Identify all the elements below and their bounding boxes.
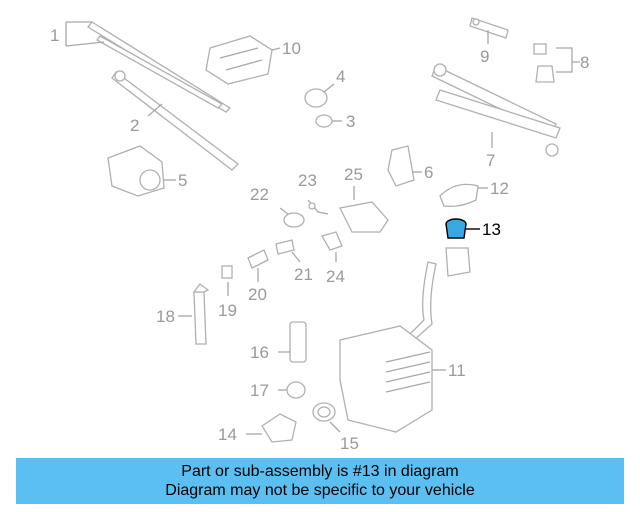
callout-25: 25 xyxy=(344,165,363,184)
callout-1: 1 xyxy=(50,26,59,45)
part-12-cover xyxy=(439,183,488,208)
part-9-bracket xyxy=(469,17,509,44)
callout-20: 20 xyxy=(248,285,267,304)
banner-line-1: Part or sub-assembly is #13 in diagram xyxy=(181,463,459,480)
part-23-fitting xyxy=(307,199,329,215)
callout-6: 6 xyxy=(424,163,433,182)
callout-12: 12 xyxy=(490,179,509,198)
part-5-wiper-motor xyxy=(107,145,176,197)
part-14-pump xyxy=(246,413,297,443)
callout-16: 16 xyxy=(250,343,269,362)
callout-13: 13 xyxy=(482,220,501,239)
callout-10: 10 xyxy=(282,39,301,58)
part-15-seal xyxy=(312,402,341,433)
part-6-bracket xyxy=(387,145,422,187)
part-4-cap xyxy=(304,83,335,108)
reservoir-hose xyxy=(406,247,471,341)
callout-23: 23 xyxy=(298,171,317,190)
part-18-hose xyxy=(178,283,210,345)
part-8-bolts xyxy=(533,43,580,83)
part-19-clip xyxy=(221,265,233,296)
callout-17: 17 xyxy=(250,381,269,400)
part-13-cap-highlighted xyxy=(445,218,480,239)
part-1-wiper-blade xyxy=(65,21,232,113)
callout-8: 8 xyxy=(580,53,589,72)
part-21-valve xyxy=(275,239,301,263)
callout-11: 11 xyxy=(448,361,466,380)
banner-line-2: Diagram may not be specific to your vehi… xyxy=(165,482,475,499)
part-20-connector xyxy=(247,249,269,282)
callout-24: 24 xyxy=(326,267,345,286)
callout-14: 14 xyxy=(218,425,237,444)
part-3-nut xyxy=(315,114,342,128)
callout-2: 2 xyxy=(130,116,139,135)
callout-22: 22 xyxy=(250,185,269,204)
part-22-grommet xyxy=(279,207,305,228)
callout-4: 4 xyxy=(336,67,345,86)
callout-15: 15 xyxy=(340,434,359,453)
part-17-grommet xyxy=(278,381,306,399)
info-banner: Part or sub-assembly is #13 in diagram D… xyxy=(16,458,624,504)
callout-9: 9 xyxy=(480,47,489,66)
part-7-wiper-linkage xyxy=(431,63,561,157)
part-11-washer-reservoir xyxy=(339,325,446,433)
callout-18: 18 xyxy=(156,307,175,326)
part-16-washer-pump xyxy=(278,321,307,363)
callout-3: 3 xyxy=(346,112,355,131)
part-25-nozzle xyxy=(339,186,389,233)
callout-21: 21 xyxy=(294,265,313,284)
part-2-wiper-arm xyxy=(111,70,239,171)
callout-19: 19 xyxy=(218,301,237,320)
callout-5: 5 xyxy=(178,171,187,190)
callout-7: 7 xyxy=(486,151,495,170)
part-10-control-module xyxy=(205,35,281,85)
part-24-connector xyxy=(321,231,343,262)
